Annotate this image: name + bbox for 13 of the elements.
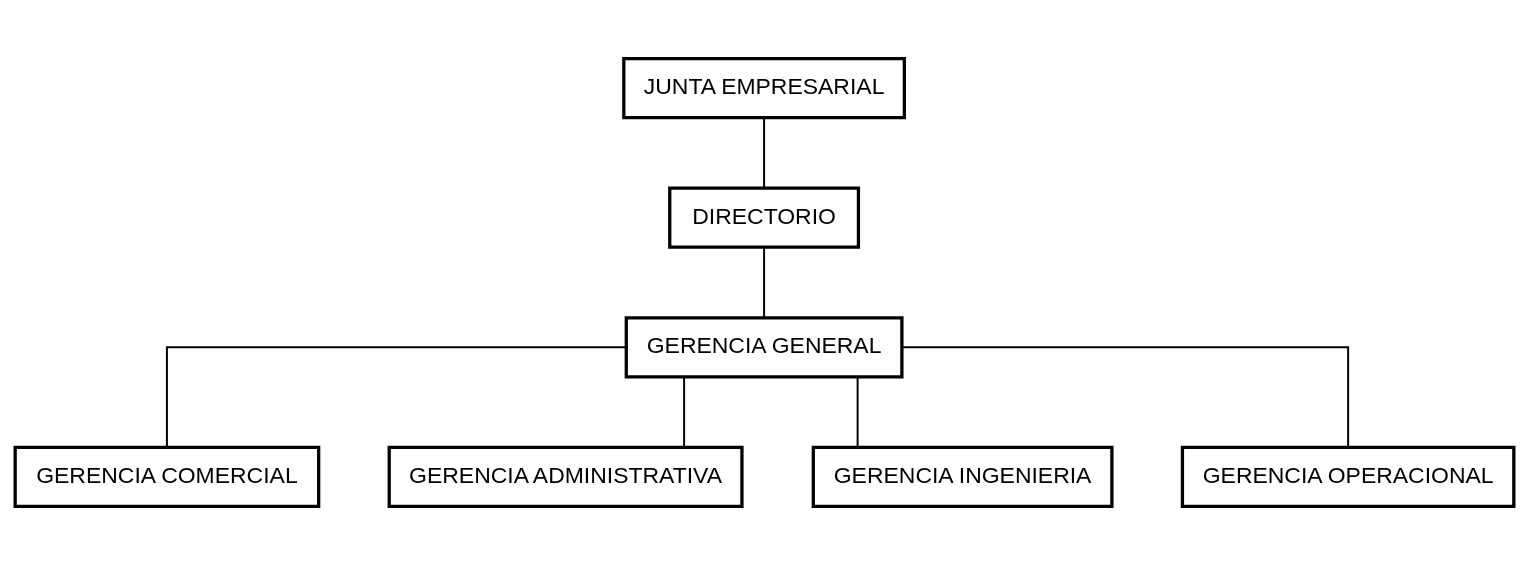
connector — [683, 376, 686, 448]
connector — [763, 246, 766, 319]
node-box: GERENCIA ADMINISTRATIVA — [387, 445, 744, 509]
node-box: GERENCIA OPERACIONAL — [1180, 445, 1516, 509]
connector — [763, 117, 766, 189]
node-box: GERENCIA GENERAL — [624, 316, 904, 379]
node-box: GERENCIA INGENIERIA — [811, 445, 1114, 509]
connector — [901, 346, 1350, 448]
connector — [165, 346, 627, 448]
node-box: GERENCIA COMERCIAL — [13, 445, 321, 509]
connector — [856, 376, 859, 448]
node-box: DIRECTORIO — [668, 186, 861, 249]
node-box: JUNTA EMPRESARIAL — [622, 56, 906, 120]
